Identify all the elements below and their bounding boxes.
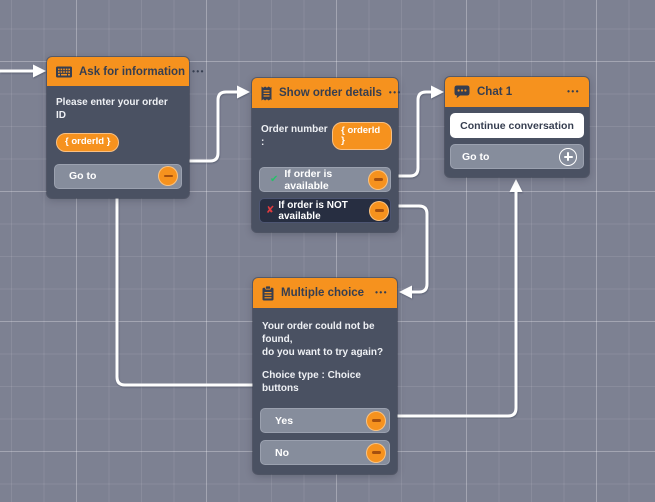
question-text-line1: Your order could not be found, [262, 321, 375, 345]
keyboard-icon [56, 66, 72, 77]
continue-conversation-button[interactable]: Continue conversation [450, 113, 584, 138]
node-multiple-choice[interactable]: Multiple choice ••• Your order could not… [253, 278, 397, 474]
node-chat-1[interactable]: Chat 1 ••• Continue conversation Go to [445, 77, 589, 177]
node-show-order-details[interactable]: Show order details ••• Order number : { … [252, 78, 400, 232]
goto-button[interactable]: Go to [450, 144, 584, 169]
node-body: Continue conversation Go to [445, 107, 589, 177]
node-header[interactable]: Show order details ••• [252, 78, 400, 108]
chat-bubble-icon [454, 85, 470, 99]
prompt-text: Please enter your order ID [56, 97, 168, 121]
node-menu-button[interactable]: ••• [388, 88, 402, 97]
choice-type-text: Choice type : Choice buttons [262, 370, 361, 394]
option-label: Yes [275, 414, 294, 427]
node-menu-button[interactable]: ••• [567, 87, 580, 96]
variable-chip: { orderId } [332, 122, 392, 150]
branch-not-available-button[interactable]: ✘ If order is NOT available [259, 198, 391, 223]
node-menu-button[interactable]: ••• [375, 288, 388, 297]
node-title: Multiple choice [281, 287, 365, 299]
remove-connection-icon[interactable] [158, 166, 178, 186]
node-title: Show order details [279, 87, 382, 99]
add-connection-icon[interactable] [559, 147, 577, 166]
option-label: No [275, 446, 289, 459]
node-header[interactable]: Ask for information ••• [47, 57, 203, 86]
node-body: Order number : { orderId } ✔ If order is… [252, 108, 398, 232]
branch-label: If order is available [284, 167, 333, 192]
field-label: Order number : [261, 124, 328, 148]
check-icon: ✔ [270, 173, 279, 185]
question-text-line2: do you want to try again? [262, 347, 384, 358]
remove-connection-icon[interactable] [369, 200, 389, 221]
node-header[interactable]: Chat 1 ••• [445, 77, 589, 107]
remove-connection-icon[interactable] [366, 410, 386, 431]
option-yes-button[interactable]: Yes [260, 408, 390, 433]
node-body: Your order could not be found, do you wa… [253, 308, 397, 474]
goto-button[interactable]: Go to [54, 163, 182, 189]
receipt-icon [261, 86, 272, 100]
continue-conversation-label: Continue conversation [460, 119, 574, 132]
node-body: Please enter your order ID { orderId } G… [47, 86, 189, 198]
node-title: Ask for information [79, 65, 186, 78]
goto-label: Go to [462, 150, 490, 163]
node-ask-for-information[interactable]: Ask for information ••• Please enter you… [47, 57, 203, 198]
remove-connection-icon[interactable] [366, 442, 386, 463]
cross-icon: ✘ [266, 204, 275, 216]
branch-label: If order is NOT available [278, 199, 348, 222]
node-header[interactable]: Multiple choice ••• [253, 278, 397, 308]
option-no-button[interactable]: No [260, 440, 390, 465]
goto-label: Go to [69, 170, 97, 182]
node-title: Chat 1 [477, 86, 513, 98]
node-menu-button[interactable]: ••• [192, 66, 205, 76]
remove-connection-icon[interactable] [368, 169, 388, 190]
clipboard-icon [262, 285, 274, 300]
branch-available-button[interactable]: ✔ If order is available [259, 167, 391, 192]
variable-chip: { orderId } [56, 133, 120, 152]
